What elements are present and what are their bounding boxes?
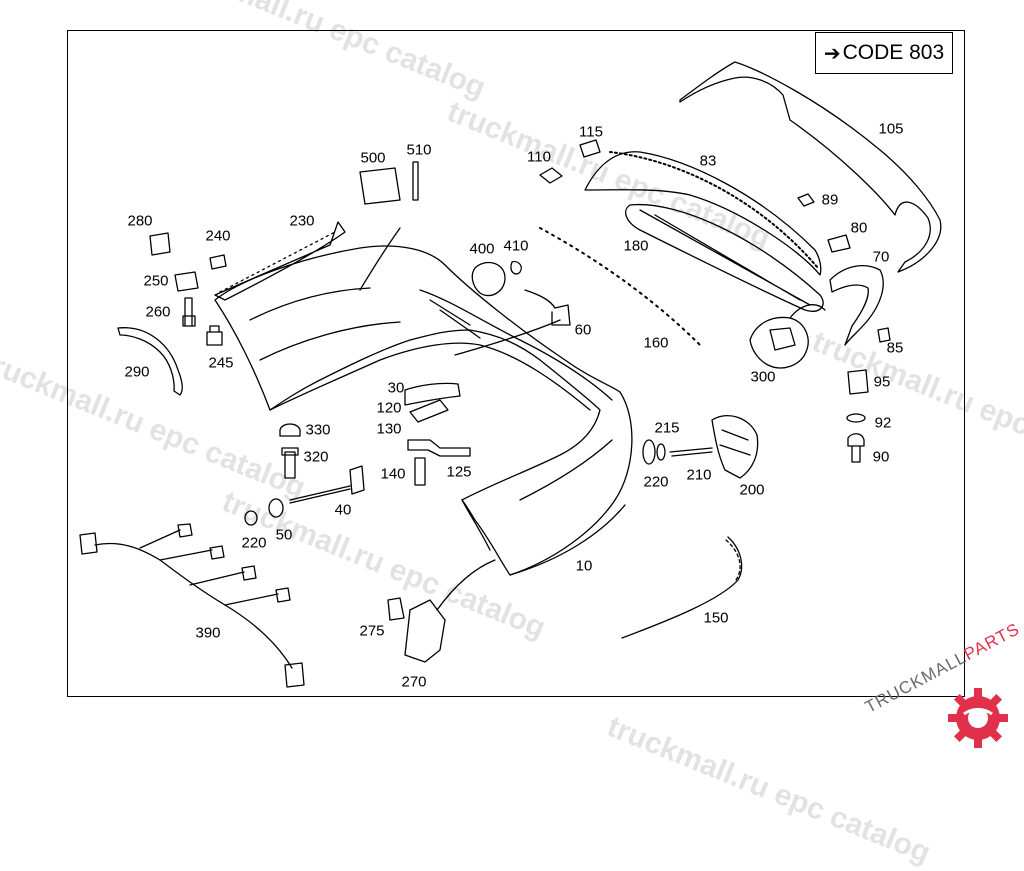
part-label-290[interactable]: 290 — [124, 363, 150, 381]
part-label-92[interactable]: 92 — [874, 414, 892, 432]
part-label-400[interactable]: 400 — [469, 240, 495, 258]
part-500-plate — [359, 167, 401, 205]
part-label-90[interactable]: 90 — [872, 448, 890, 466]
part-label-390[interactable]: 390 — [195, 624, 221, 642]
part-200-bracket — [711, 415, 759, 479]
part-label-50[interactable]: 50 — [275, 526, 293, 544]
part-label-320[interactable]: 320 — [303, 448, 329, 466]
part-105-cover — [679, 61, 942, 273]
part-label-210[interactable]: 210 — [686, 466, 712, 484]
part-180-strip — [625, 203, 824, 312]
part-290-arch — [117, 327, 183, 396]
part-label-10[interactable]: 10 — [575, 557, 593, 575]
part-label-270[interactable]: 270 — [401, 673, 427, 691]
part-label-110[interactable]: 110 — [527, 148, 551, 166]
part-270-cover — [404, 599, 446, 663]
part-label-510[interactable]: 510 — [406, 141, 432, 159]
part-10-bumper — [214, 245, 633, 576]
part-label-30[interactable]: 30 — [387, 379, 405, 397]
part-label-330[interactable]: 330 — [305, 421, 331, 439]
part-label-150[interactable]: 150 — [703, 609, 729, 627]
part-300-sensor — [749, 316, 809, 369]
part-label-260[interactable]: 260 — [145, 303, 171, 321]
part-230-rail — [214, 221, 346, 301]
part-label-245[interactable]: 245 — [208, 354, 234, 372]
part-label-130[interactable]: 130 — [376, 420, 402, 438]
part-label-300[interactable]: 300 — [750, 368, 776, 386]
part-label-500[interactable]: 500 — [360, 149, 386, 167]
parts-diagram — [79, 61, 942, 688]
part-label-200[interactable]: 200 — [739, 481, 765, 499]
part-label-105[interactable]: 105 — [878, 120, 904, 138]
truckmall-logo-gear-icon — [948, 688, 1008, 748]
part-label-40[interactable]: 40 — [334, 501, 352, 519]
part-label-220[interactable]: 220 — [643, 473, 669, 491]
part-label-95[interactable]: 95 — [873, 373, 891, 391]
part-label-275[interactable]: 275 — [359, 622, 385, 640]
part-150-strip — [621, 536, 743, 639]
part-label-120[interactable]: 120 — [376, 399, 402, 417]
part-label-80[interactable]: 80 — [850, 219, 868, 237]
part-label-250[interactable]: 250 — [143, 272, 169, 290]
arrow-right-icon: ➔ — [823, 42, 841, 65]
part-label-220[interactable]: 220 — [241, 534, 267, 552]
part-390-harness — [94, 542, 293, 669]
part-label-70[interactable]: 70 — [872, 248, 890, 266]
part-label-60[interactable]: 60 — [574, 321, 592, 339]
part-label-410[interactable]: 410 — [503, 237, 529, 255]
part-label-240[interactable]: 240 — [205, 227, 231, 245]
part-label-230[interactable]: 230 — [289, 212, 315, 230]
part-70-bracket — [829, 265, 884, 346]
part-label-140[interactable]: 140 — [380, 465, 406, 483]
part-label-115[interactable]: 115 — [579, 123, 603, 141]
part-label-125[interactable]: 125 — [446, 463, 472, 481]
part-label-215[interactable]: 215 — [654, 419, 680, 437]
part-83-trim — [584, 151, 822, 276]
part-label-83[interactable]: 83 — [699, 152, 717, 170]
diagram-frame — [67, 30, 965, 697]
part-label-85[interactable]: 85 — [886, 339, 904, 357]
part-label-180[interactable]: 180 — [623, 237, 649, 255]
code-label: CODE 803 — [842, 41, 945, 64]
part-label-280[interactable]: 280 — [127, 212, 153, 230]
part-label-160[interactable]: 160 — [643, 334, 669, 352]
code-box: ➔ CODE 803 — [815, 32, 953, 74]
part-label-89[interactable]: 89 — [821, 191, 839, 209]
